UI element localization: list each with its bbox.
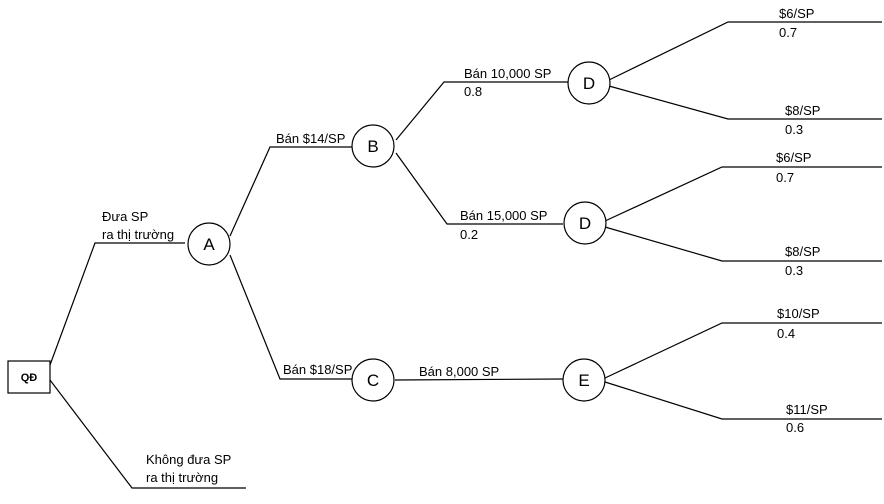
edge-d1-to-cost8 bbox=[608, 85, 882, 120]
sell15k-label: Bán 15,000 SP bbox=[460, 208, 547, 223]
d2-cost8-label: $8/SP bbox=[785, 244, 820, 259]
node-c-label: C bbox=[367, 371, 379, 390]
root-label: QĐ bbox=[21, 372, 38, 384]
no-launch-label-line2: ra thị trường bbox=[146, 470, 218, 485]
edge-e-to-cost10 bbox=[604, 322, 882, 379]
edge-c-to-e bbox=[394, 378, 564, 381]
edge-a-to-c bbox=[229, 254, 352, 380]
chance-node-d2: D bbox=[563, 201, 607, 245]
sell15k-prob: 0.2 bbox=[460, 227, 478, 242]
d1-cost6-prob: 0.7 bbox=[779, 25, 797, 40]
chance-node-a: A bbox=[187, 222, 231, 266]
edge-a-to-b bbox=[229, 146, 352, 237]
edge-b-to-d1 bbox=[395, 81, 568, 141]
node-d1-label: D bbox=[583, 74, 595, 93]
d1-cost8-prob: 0.3 bbox=[785, 122, 803, 137]
d2-cost8-prob: 0.3 bbox=[785, 263, 803, 278]
d1-cost8-label: $8/SP bbox=[785, 103, 820, 118]
root-box bbox=[7, 360, 51, 394]
chance-node-d1: D bbox=[567, 61, 611, 105]
e-cost10-prob: 0.4 bbox=[777, 326, 795, 341]
tree-edges bbox=[49, 21, 882, 489]
e-cost11-label: $11/SP bbox=[786, 402, 828, 417]
d2-cost6-label: $6/SP bbox=[776, 150, 811, 165]
edge-root-to-launch bbox=[49, 242, 185, 366]
edge-d1-to-cost6 bbox=[608, 21, 882, 81]
edge-b-to-d2 bbox=[395, 152, 563, 225]
edge-d2-to-cost8 bbox=[604, 226, 882, 262]
chance-node-e: E bbox=[562, 358, 606, 402]
d1-cost6-label: $6/SP bbox=[779, 6, 814, 21]
root-decision-node: QĐ bbox=[7, 360, 51, 394]
e-cost10-label: $10/SP bbox=[777, 306, 820, 321]
edge-root-to-no-launch bbox=[49, 379, 246, 489]
no-launch-label-line1: Không đưa SP bbox=[146, 452, 231, 467]
sell8k-label: Bán 8,000 SP bbox=[419, 364, 499, 379]
node-b-label: B bbox=[367, 137, 378, 156]
edge-e-to-cost11 bbox=[604, 381, 882, 420]
launch-label-line2: ra thị trường bbox=[102, 227, 174, 242]
price14-label: Bán $14/SP bbox=[276, 131, 345, 146]
price18-label: Bán $18/SP bbox=[283, 362, 352, 377]
node-d2-label: D bbox=[579, 214, 591, 233]
sell10k-label: Bán 10,000 SP bbox=[464, 66, 551, 81]
edge-d2-to-cost6 bbox=[604, 166, 882, 222]
node-a-label: A bbox=[203, 235, 215, 254]
chance-node-c: C bbox=[351, 358, 395, 402]
launch-label-line1: Đưa SP bbox=[102, 209, 148, 224]
node-e-label: E bbox=[578, 371, 589, 390]
chance-node-b: B bbox=[351, 124, 395, 168]
sell10k-prob: 0.8 bbox=[464, 84, 482, 99]
e-cost11-prob: 0.6 bbox=[786, 420, 804, 435]
d2-cost6-prob: 0.7 bbox=[776, 170, 794, 185]
